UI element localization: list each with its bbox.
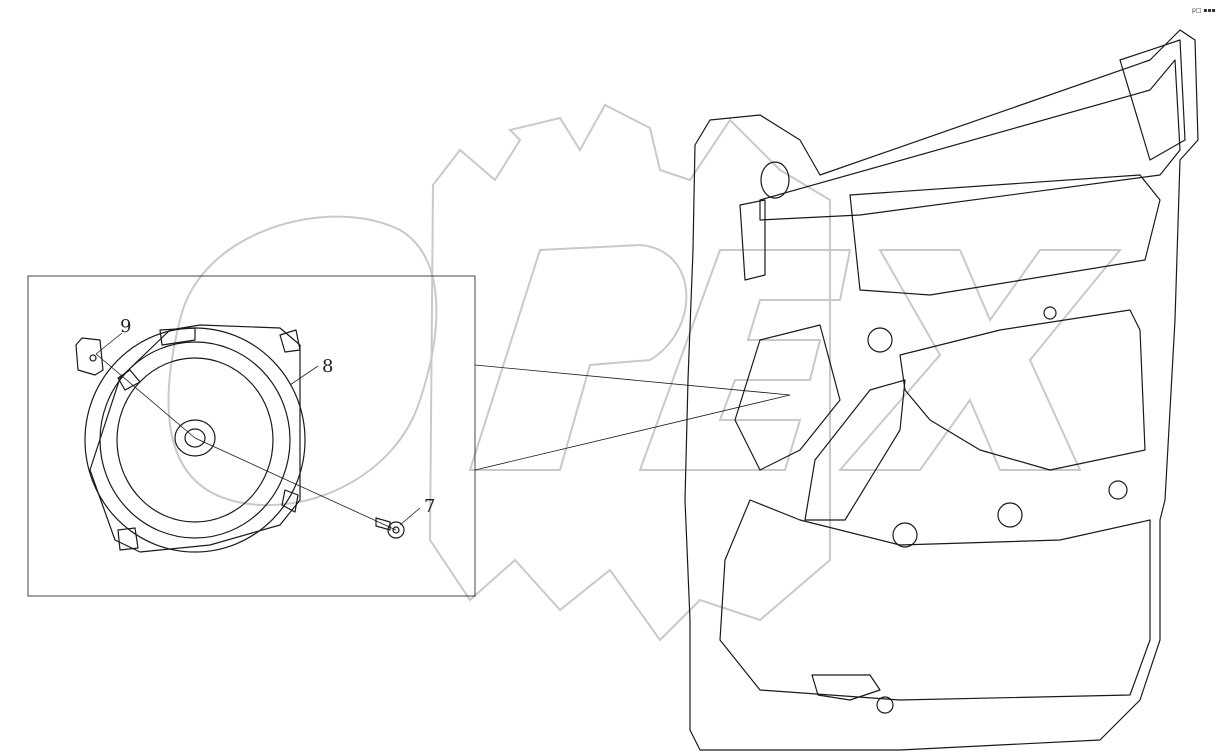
door-top-rail <box>759 59 1181 221</box>
speaker-cone <box>116 357 274 523</box>
callout-9: 9 <box>120 316 131 337</box>
door-handle-recess <box>849 174 1161 296</box>
watermark-letter-p <box>468 243 688 471</box>
door-panel-outline <box>684 29 1199 751</box>
door-inner-rib <box>804 379 906 521</box>
door-pocket <box>719 499 1151 701</box>
watermark-letter-o <box>167 215 438 507</box>
door-boss-3 <box>997 502 1023 528</box>
callout-7: 7 <box>424 496 435 517</box>
screw-part <box>375 517 405 539</box>
speaker-assembly <box>84 324 306 553</box>
clip-part <box>75 337 104 376</box>
corner-mark: р□ ▪▪▪ <box>1192 7 1216 14</box>
speaker-mount-tab-bottom <box>117 527 139 551</box>
door-mirror-bracket <box>1119 39 1186 161</box>
door-vent-grille <box>760 161 790 199</box>
speaker-mount-tab-top <box>279 329 301 353</box>
detail-frame <box>27 275 791 597</box>
door-boss-5 <box>876 696 894 714</box>
door-boss-6 <box>1043 306 1057 320</box>
door-trim-panel <box>684 29 1199 751</box>
door-boss-2 <box>892 522 918 548</box>
door-boss-1 <box>867 327 893 353</box>
watermark-letter-x <box>837 249 1123 471</box>
door-bottom-grip <box>811 674 881 701</box>
speaker-mount-tab-right <box>281 489 299 513</box>
watermark-gear <box>428 103 831 642</box>
leader-lines <box>95 332 421 531</box>
speaker-terminal <box>159 327 196 346</box>
door-armrest <box>899 309 1146 471</box>
speaker-frame <box>89 324 301 553</box>
speaker-dust-cap <box>174 419 216 457</box>
speaker-outer-rim <box>84 327 306 553</box>
speaker-surround <box>99 341 291 539</box>
door-boss-4 <box>1108 480 1128 500</box>
speaker-center <box>184 428 206 448</box>
speaker-mount-tab-left <box>117 369 141 391</box>
door-corner-pillar <box>739 199 766 281</box>
watermark-letter-e <box>638 249 852 471</box>
watermark <box>167 103 1123 642</box>
door-speaker-cutout <box>734 324 841 471</box>
callout-8: 8 <box>322 356 333 377</box>
